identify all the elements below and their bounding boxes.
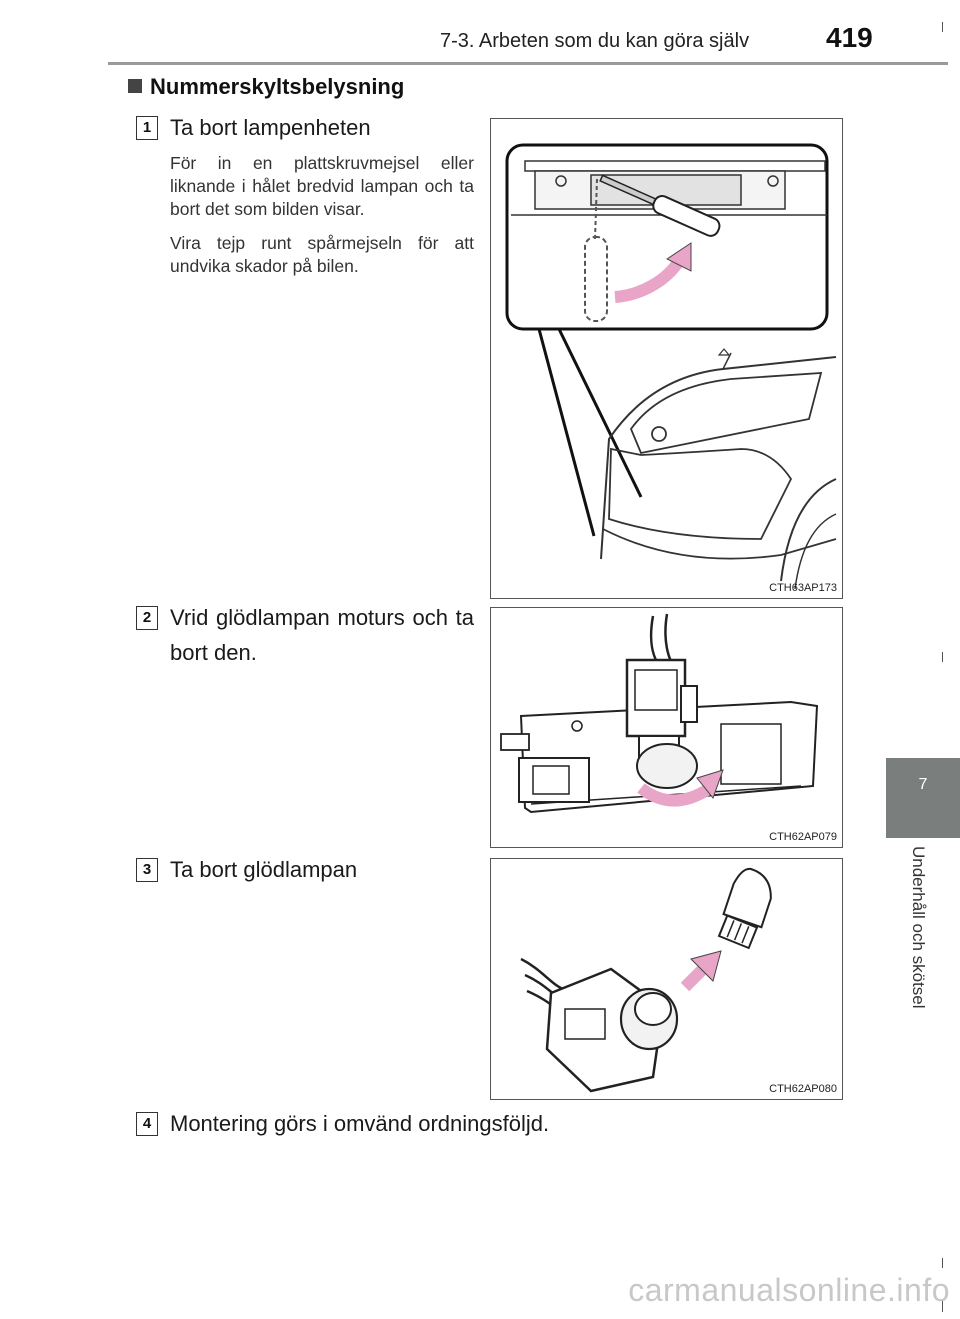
- step-number-2: 2: [136, 606, 158, 630]
- page-number: 419: [826, 22, 873, 53]
- step-number-4: 4: [136, 1112, 158, 1136]
- chapter-tab: [886, 758, 960, 838]
- crop-mark: [942, 1258, 943, 1268]
- figure-code-2: CTH62AP079: [769, 831, 837, 843]
- step-1-body-2: Vira tejp runt spårmejseln för att undvi…: [170, 233, 474, 276]
- crop-mark: [942, 22, 943, 32]
- step-1-body-1: För in en plattskruvmejsel eller liknand…: [170, 153, 474, 219]
- step-2-title: Vrid glödlampan moturs och ta bort den.: [170, 605, 474, 666]
- figure-turn-bulb: CTH62AP079: [490, 607, 843, 848]
- figure-code-3: CTH62AP080: [769, 1083, 837, 1095]
- watermark: carmanualsonline.info: [628, 1272, 950, 1308]
- section-heading: Nummerskyltsbelysning: [128, 74, 404, 100]
- chapter-number: 7: [918, 776, 928, 793]
- header-rule: [108, 62, 948, 65]
- step-4-title: Montering görs i omvänd ordningsföljd.: [170, 1111, 550, 1136]
- section-title-text: Nummerskyltsbelysning: [150, 74, 405, 99]
- figure-remove-bulb: CTH62AP080: [490, 858, 843, 1100]
- step-1-title: Ta bort lampenheten: [170, 115, 371, 140]
- step-number-3: 3: [136, 858, 158, 882]
- crop-mark: [942, 652, 943, 662]
- square-bullet-icon: [128, 79, 142, 93]
- step-number-1: 1: [136, 116, 158, 140]
- header-section-title: 7-3. Arbeten som du kan göra själv: [440, 30, 750, 52]
- chapter-label: Underhåll och skötsel: [909, 846, 928, 1009]
- figure-remove-lamp-unit: CTH63AP173: [490, 118, 843, 599]
- step-3-title: Ta bort glödlampan: [170, 857, 358, 882]
- crop-mark: [942, 1300, 943, 1312]
- figure-code-1: CTH63AP173: [769, 582, 837, 594]
